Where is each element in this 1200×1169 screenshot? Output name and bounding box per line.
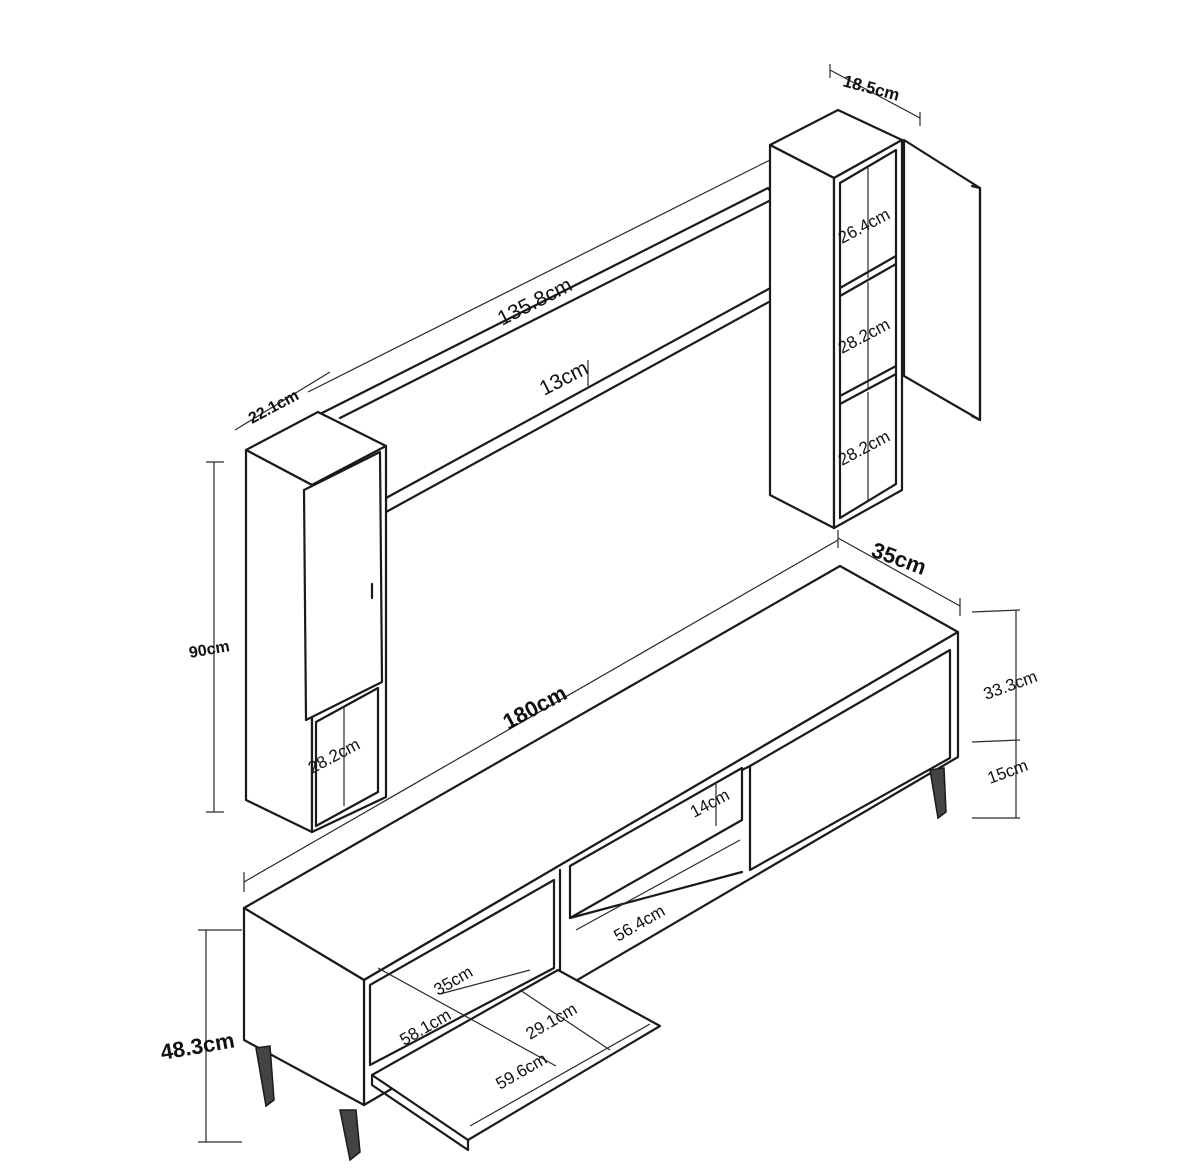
label-33-3cm: 33.3cm (981, 667, 1040, 704)
tv-stand (242, 564, 960, 1162)
label-18-5cm: 18.5cm (841, 72, 902, 105)
label-90cm: 90cm (188, 638, 231, 662)
label-15cm: 15cm (985, 756, 1031, 788)
dimension-lines (198, 64, 1021, 1143)
right-wall-cabinet (768, 108, 982, 530)
label-22-1cm: 22.1cm (246, 387, 302, 427)
left-wall-cabinet (244, 410, 388, 834)
label-48-3cm: 48.3cm (159, 1027, 237, 1065)
label-35cm-depth: 35cm (868, 537, 929, 580)
wall-shelf-board (316, 186, 820, 514)
